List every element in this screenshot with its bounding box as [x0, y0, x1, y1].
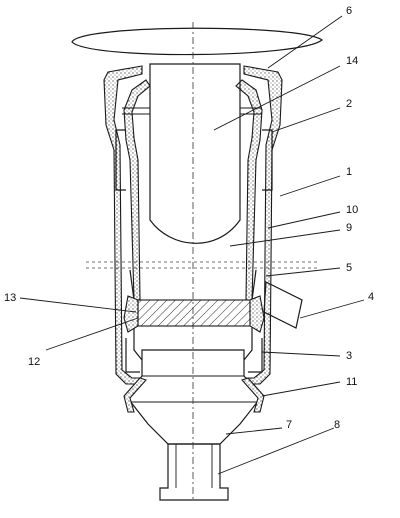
outer-housing-left-wall	[103, 65, 143, 385]
callout-8: 8	[334, 419, 340, 431]
filter-disc	[137, 299, 251, 327]
needle-tip	[159, 443, 229, 501]
leader-10	[267, 211, 341, 229]
sleeve-gasket-left	[122, 107, 150, 115]
callout-6: 6	[346, 5, 352, 17]
leader-7	[225, 427, 283, 435]
inner-sleeve-left	[123, 79, 151, 301]
callout-3: 3	[346, 350, 352, 362]
leader-3	[261, 351, 341, 357]
callout-13: 13	[4, 292, 16, 304]
filter-seal-left	[123, 295, 139, 333]
sleeve-gasket-right	[240, 107, 262, 115]
leader-11	[261, 381, 341, 397]
left-clip	[115, 129, 126, 191]
callout-14: 14	[346, 55, 358, 67]
lower-sleeve-left	[125, 338, 140, 373]
leader-8	[217, 427, 335, 475]
callout-7: 7	[286, 419, 292, 431]
callout-1: 1	[346, 166, 352, 178]
nozzle-shell	[123, 377, 265, 413]
callout-10: 10	[346, 204, 358, 216]
callout-2: 2	[346, 98, 352, 110]
leader-12	[45, 317, 139, 351]
side-port	[263, 281, 303, 329]
callout-5: 5	[346, 262, 352, 274]
leader-4	[299, 299, 365, 319]
blood-collection-tube	[149, 63, 241, 244]
side-clip	[262, 129, 273, 191]
cap	[71, 27, 323, 56]
nozzle-collar	[125, 349, 263, 445]
tip-inner-line	[175, 444, 213, 488]
leader-2	[271, 107, 341, 133]
leader-6	[267, 15, 343, 69]
lower-sleeve-right	[248, 338, 263, 373]
leader-5	[265, 267, 341, 277]
filter-seal-right	[249, 295, 265, 333]
leader-14	[213, 65, 341, 131]
callout-11: 11	[346, 376, 357, 388]
leader-1	[279, 175, 341, 197]
callout-4: 4	[368, 291, 374, 303]
leader-13	[19, 297, 137, 313]
callout-12: 12	[28, 356, 40, 368]
leader-9	[229, 229, 341, 247]
callout-9: 9	[346, 222, 352, 234]
